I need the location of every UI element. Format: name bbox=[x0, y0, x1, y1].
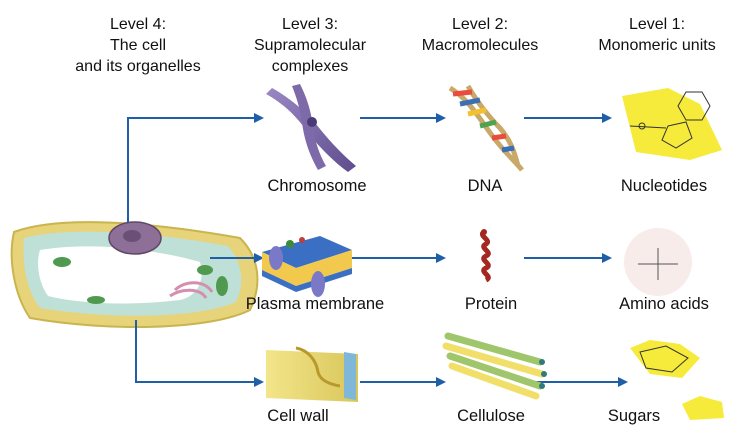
plasma-membrane-icon bbox=[262, 236, 352, 297]
header-level-4: Level 4: The cell and its organelles bbox=[58, 14, 218, 77]
header-level-3: Level 3: Supramolecular complexes bbox=[230, 14, 390, 77]
header-level-4-line-1: Level 4: bbox=[109, 16, 167, 33]
header-level-1-line-2: Monomeric units bbox=[598, 37, 716, 54]
plant-cell-illustration bbox=[10, 221, 259, 329]
header-level-2: Level 2: Macromolecules bbox=[400, 14, 560, 56]
header-level-2-line-2: Macromolecules bbox=[421, 37, 539, 54]
sugar-icon bbox=[630, 340, 724, 420]
header-level-3-line-2: Supramolecular bbox=[253, 37, 367, 54]
label-sugars: Sugars bbox=[607, 407, 661, 425]
arrow-cell-to-cellwall bbox=[135, 320, 264, 387]
label-chromosome: Chromosome bbox=[267, 177, 367, 195]
header-level-1: Level 1: Monomeric units bbox=[577, 14, 737, 56]
header-level-1-line-1: Level 1: bbox=[628, 16, 686, 33]
label-cell-wall: Cell wall bbox=[267, 407, 329, 425]
label-nucleotides: Nucleotides bbox=[620, 177, 708, 195]
header-level-3-line-1: Level 3: bbox=[281, 16, 339, 33]
header-level-3-line-3: complexes bbox=[271, 58, 349, 75]
dna-icon bbox=[448, 84, 524, 172]
nucleotide-icon bbox=[622, 88, 722, 160]
label-dna: DNA bbox=[467, 177, 503, 195]
label-protein: Protein bbox=[464, 295, 518, 313]
cellulose-icon bbox=[442, 332, 547, 400]
header-level-2-line-1: Level 2: bbox=[451, 16, 509, 33]
amino-acid-icon bbox=[624, 228, 692, 296]
label-cellulose: Cellulose bbox=[457, 407, 525, 425]
label-plasma-membrane: Plasma membrane bbox=[245, 295, 385, 313]
arrows bbox=[127, 113, 628, 387]
header-level-4-line-3: and its organelles bbox=[75, 58, 201, 75]
cell-wall-icon bbox=[266, 346, 358, 402]
header-level-4-line-2: The cell bbox=[109, 37, 167, 54]
protein-icon bbox=[480, 229, 491, 283]
chromosome-icon bbox=[266, 84, 356, 172]
label-amino-acids: Amino acids bbox=[619, 295, 709, 313]
arrow-cell-to-chromosome bbox=[127, 113, 264, 222]
